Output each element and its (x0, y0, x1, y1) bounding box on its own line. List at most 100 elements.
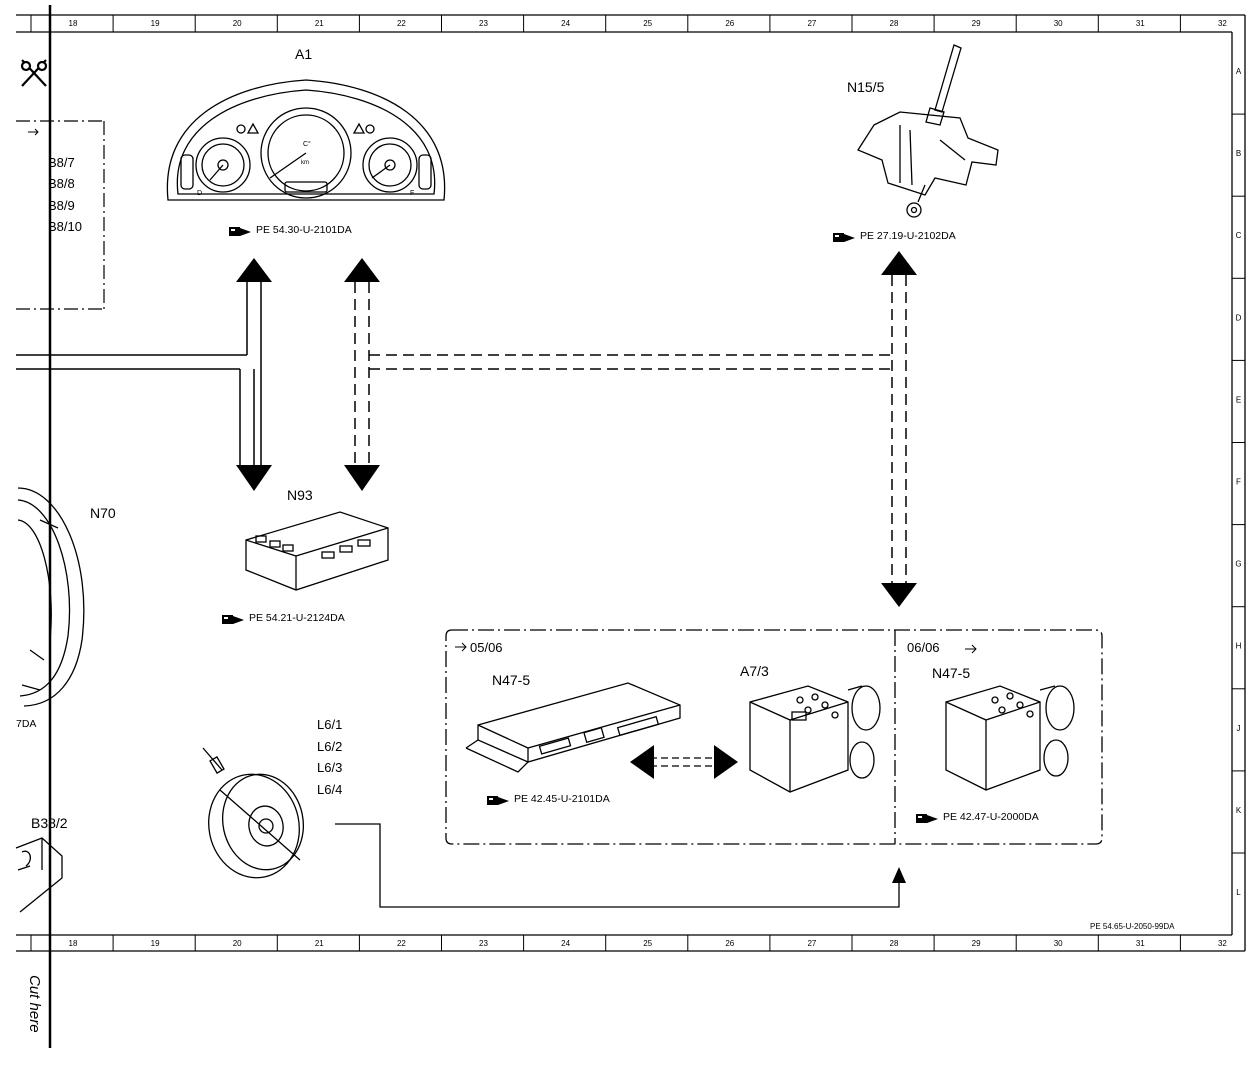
n47-5-hydraulic-unit-drawing (945, 685, 1075, 791)
a7-3-hydraulic-unit-drawing (749, 685, 881, 793)
group-frame (445, 629, 1103, 845)
column-label: 23 (479, 19, 488, 28)
a1-gauge-right-letter: F (410, 190, 414, 197)
column-label: 31 (1136, 19, 1145, 28)
a1-gauge-mid-bottom: km (301, 160, 309, 166)
column-label: 27 (807, 19, 816, 28)
instrument-cluster-drawing (166, 79, 446, 201)
dashed-bus-lines (354, 275, 907, 585)
n47-5-b-ref-icon (916, 814, 938, 823)
cut-here-label: Cut here (26, 975, 43, 1033)
bus-arrows (236, 251, 917, 607)
left-box-label-1: B8/7 (48, 155, 75, 170)
column-label: 21 (315, 939, 324, 948)
left-box-label-4: B8/10 (48, 219, 82, 234)
n47-5-a-ref-icon (487, 796, 509, 805)
n47-5-a-ref: PE 42.45-U-2101DA (514, 793, 610, 805)
row-label: C (1236, 231, 1242, 240)
footer-ref: PE 54.65-U-2050-99DA (1090, 922, 1175, 931)
column-label: 29 (972, 939, 981, 948)
n47-5-b-ref: PE 42.47-U-2000DA (943, 811, 1039, 823)
row-label: A (1236, 67, 1242, 76)
column-label: 32 (1218, 939, 1227, 948)
column-label: 30 (1054, 939, 1063, 948)
l6-label-4: L6/4 (317, 782, 342, 797)
n15-5-ref: PE 27.19-U-2102DA (860, 230, 956, 242)
column-label: 25 (643, 939, 652, 948)
column-ticks (30, 15, 1181, 951)
l6-label-2: L6/2 (317, 739, 342, 754)
a1-ref-icon (229, 227, 251, 236)
row-label: L (1236, 888, 1241, 897)
row-label: J (1237, 724, 1241, 733)
n93-label: N93 (287, 487, 313, 503)
n93-module-drawing (245, 511, 389, 591)
column-label: 22 (397, 939, 406, 948)
left-box-arrow-icon (28, 128, 39, 136)
b38-2-drawing (15, 837, 63, 913)
l6-label-1: L6/1 (317, 717, 342, 732)
column-label: 19 (151, 19, 160, 28)
column-label: 22 (397, 19, 406, 28)
solid-bus-lines (16, 282, 262, 465)
b38-2-label: B38/2 (31, 815, 68, 831)
wheel-sensor-drawing (202, 747, 305, 879)
n15-5-label: N15/5 (847, 79, 885, 95)
a1-ref: PE 54.30-U-2101DA (256, 224, 352, 236)
row-label: B (1236, 149, 1241, 158)
column-label: 25 (643, 19, 652, 28)
column-label: 26 (725, 19, 734, 28)
n70-drawing (17, 487, 85, 707)
column-label: 19 (151, 939, 160, 948)
column-label: 29 (972, 19, 981, 28)
column-label: 20 (233, 939, 242, 948)
column-label: 32 (1218, 19, 1227, 28)
l6-label-3: L6/3 (317, 760, 342, 775)
group-right-date: 06/06 (907, 640, 940, 655)
scissors-icon (20, 59, 48, 87)
column-label: 28 (890, 19, 899, 28)
left-box-label-3: B8/9 (48, 198, 75, 213)
column-label: 18 (69, 939, 78, 948)
row-label: F (1236, 478, 1241, 487)
left-box-frame (16, 120, 105, 310)
n15-5-ref-icon (833, 233, 855, 242)
column-label: 24 (561, 19, 570, 28)
a1-label: A1 (295, 46, 312, 62)
gear-selector-drawing (857, 44, 999, 218)
n70-label: N70 (90, 505, 116, 521)
column-label: 26 (725, 939, 734, 948)
a1-gauge-mid-top: C° (303, 140, 311, 148)
a1-gauge-left-letter: D (197, 190, 202, 197)
n47-5-a-label: N47-5 (492, 672, 530, 688)
a7-3-label: A7/3 (740, 663, 769, 679)
column-label: 23 (479, 939, 488, 948)
n70-ref-fragment: 7DA (16, 718, 36, 730)
column-label: 27 (807, 939, 816, 948)
n93-ref-icon (222, 615, 244, 624)
group-left-date: 05/06 (470, 640, 503, 655)
column-label: 24 (561, 939, 570, 948)
n47-a7-arrow-left (630, 745, 654, 779)
drawing-frame (16, 14, 1246, 952)
group-right-arrow-icon (965, 644, 977, 654)
row-label: H (1236, 642, 1242, 651)
n93-ref: PE 54.21-U-2124DA (249, 612, 345, 624)
row-label: K (1236, 806, 1242, 815)
row-label: D (1236, 313, 1242, 322)
n47-5-control-unit-drawing (465, 682, 681, 773)
n47-5-b-label: N47-5 (932, 665, 970, 681)
column-label: 18 (69, 19, 78, 28)
row-ticks (1232, 113, 1245, 854)
n47-a7-arrow-right (714, 745, 738, 779)
l6-signal-line (335, 823, 900, 908)
column-label: 21 (315, 19, 324, 28)
column-label: 20 (233, 19, 242, 28)
column-label: 28 (890, 939, 899, 948)
row-label: E (1236, 395, 1241, 404)
group-left-arrow-icon (455, 642, 467, 652)
